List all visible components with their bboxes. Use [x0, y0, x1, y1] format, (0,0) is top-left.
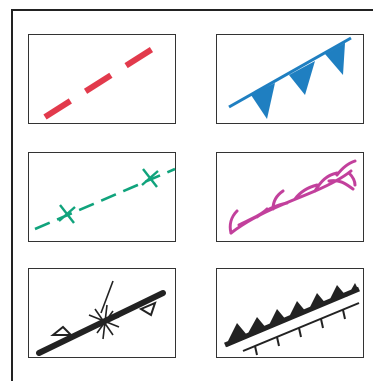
- cross-tick-dashed-line-icon: [34, 167, 176, 231]
- panel-triangle-barbed-line: [216, 34, 364, 124]
- legend-frame: [11, 9, 373, 381]
- panel-line-with-triangles-and-star: [28, 268, 176, 358]
- panel-branching-tributary: [216, 152, 364, 242]
- line-with-triangles-and-star-icon: [36, 280, 166, 356]
- triangle-barbed-line-icon: [228, 36, 352, 119]
- panel-dashed-line: [28, 34, 176, 124]
- sawtooth-double-line-icon: [224, 283, 360, 356]
- branching-tributary-icon: [228, 159, 357, 235]
- panel-sawtooth-double-line: [216, 268, 364, 358]
- dashed-line-icon: [43, 38, 167, 120]
- panel-cross-tick-dashed-line: [28, 152, 176, 242]
